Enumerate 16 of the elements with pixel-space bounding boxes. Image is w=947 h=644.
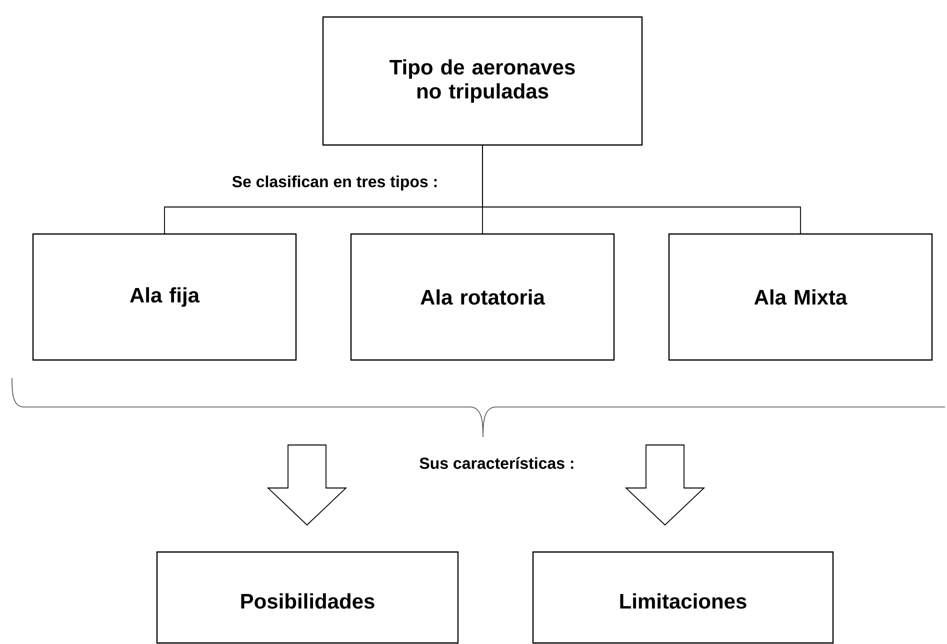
label-text: Sus características : [420, 457, 574, 469]
box-label: Tipo de aeronaves no tripuladas [390, 59, 575, 103]
box-label: Posibilidades [241, 593, 374, 609]
process-box [532, 551, 834, 644]
box-label: Ala Mixta [754, 289, 848, 305]
block-arrow [266, 444, 348, 526]
process-box [350, 233, 615, 361]
process-box [32, 233, 297, 361]
block-arrow [624, 444, 706, 526]
box-label: Limitaciones [620, 593, 746, 609]
label-text: Se clasifican en tres tipos : [232, 176, 437, 190]
process-box [668, 233, 933, 361]
box-label: Ala fija [130, 287, 200, 307]
box-label: Ala rotatoria [420, 289, 546, 305]
process-box [322, 16, 643, 146]
process-box [156, 551, 459, 644]
